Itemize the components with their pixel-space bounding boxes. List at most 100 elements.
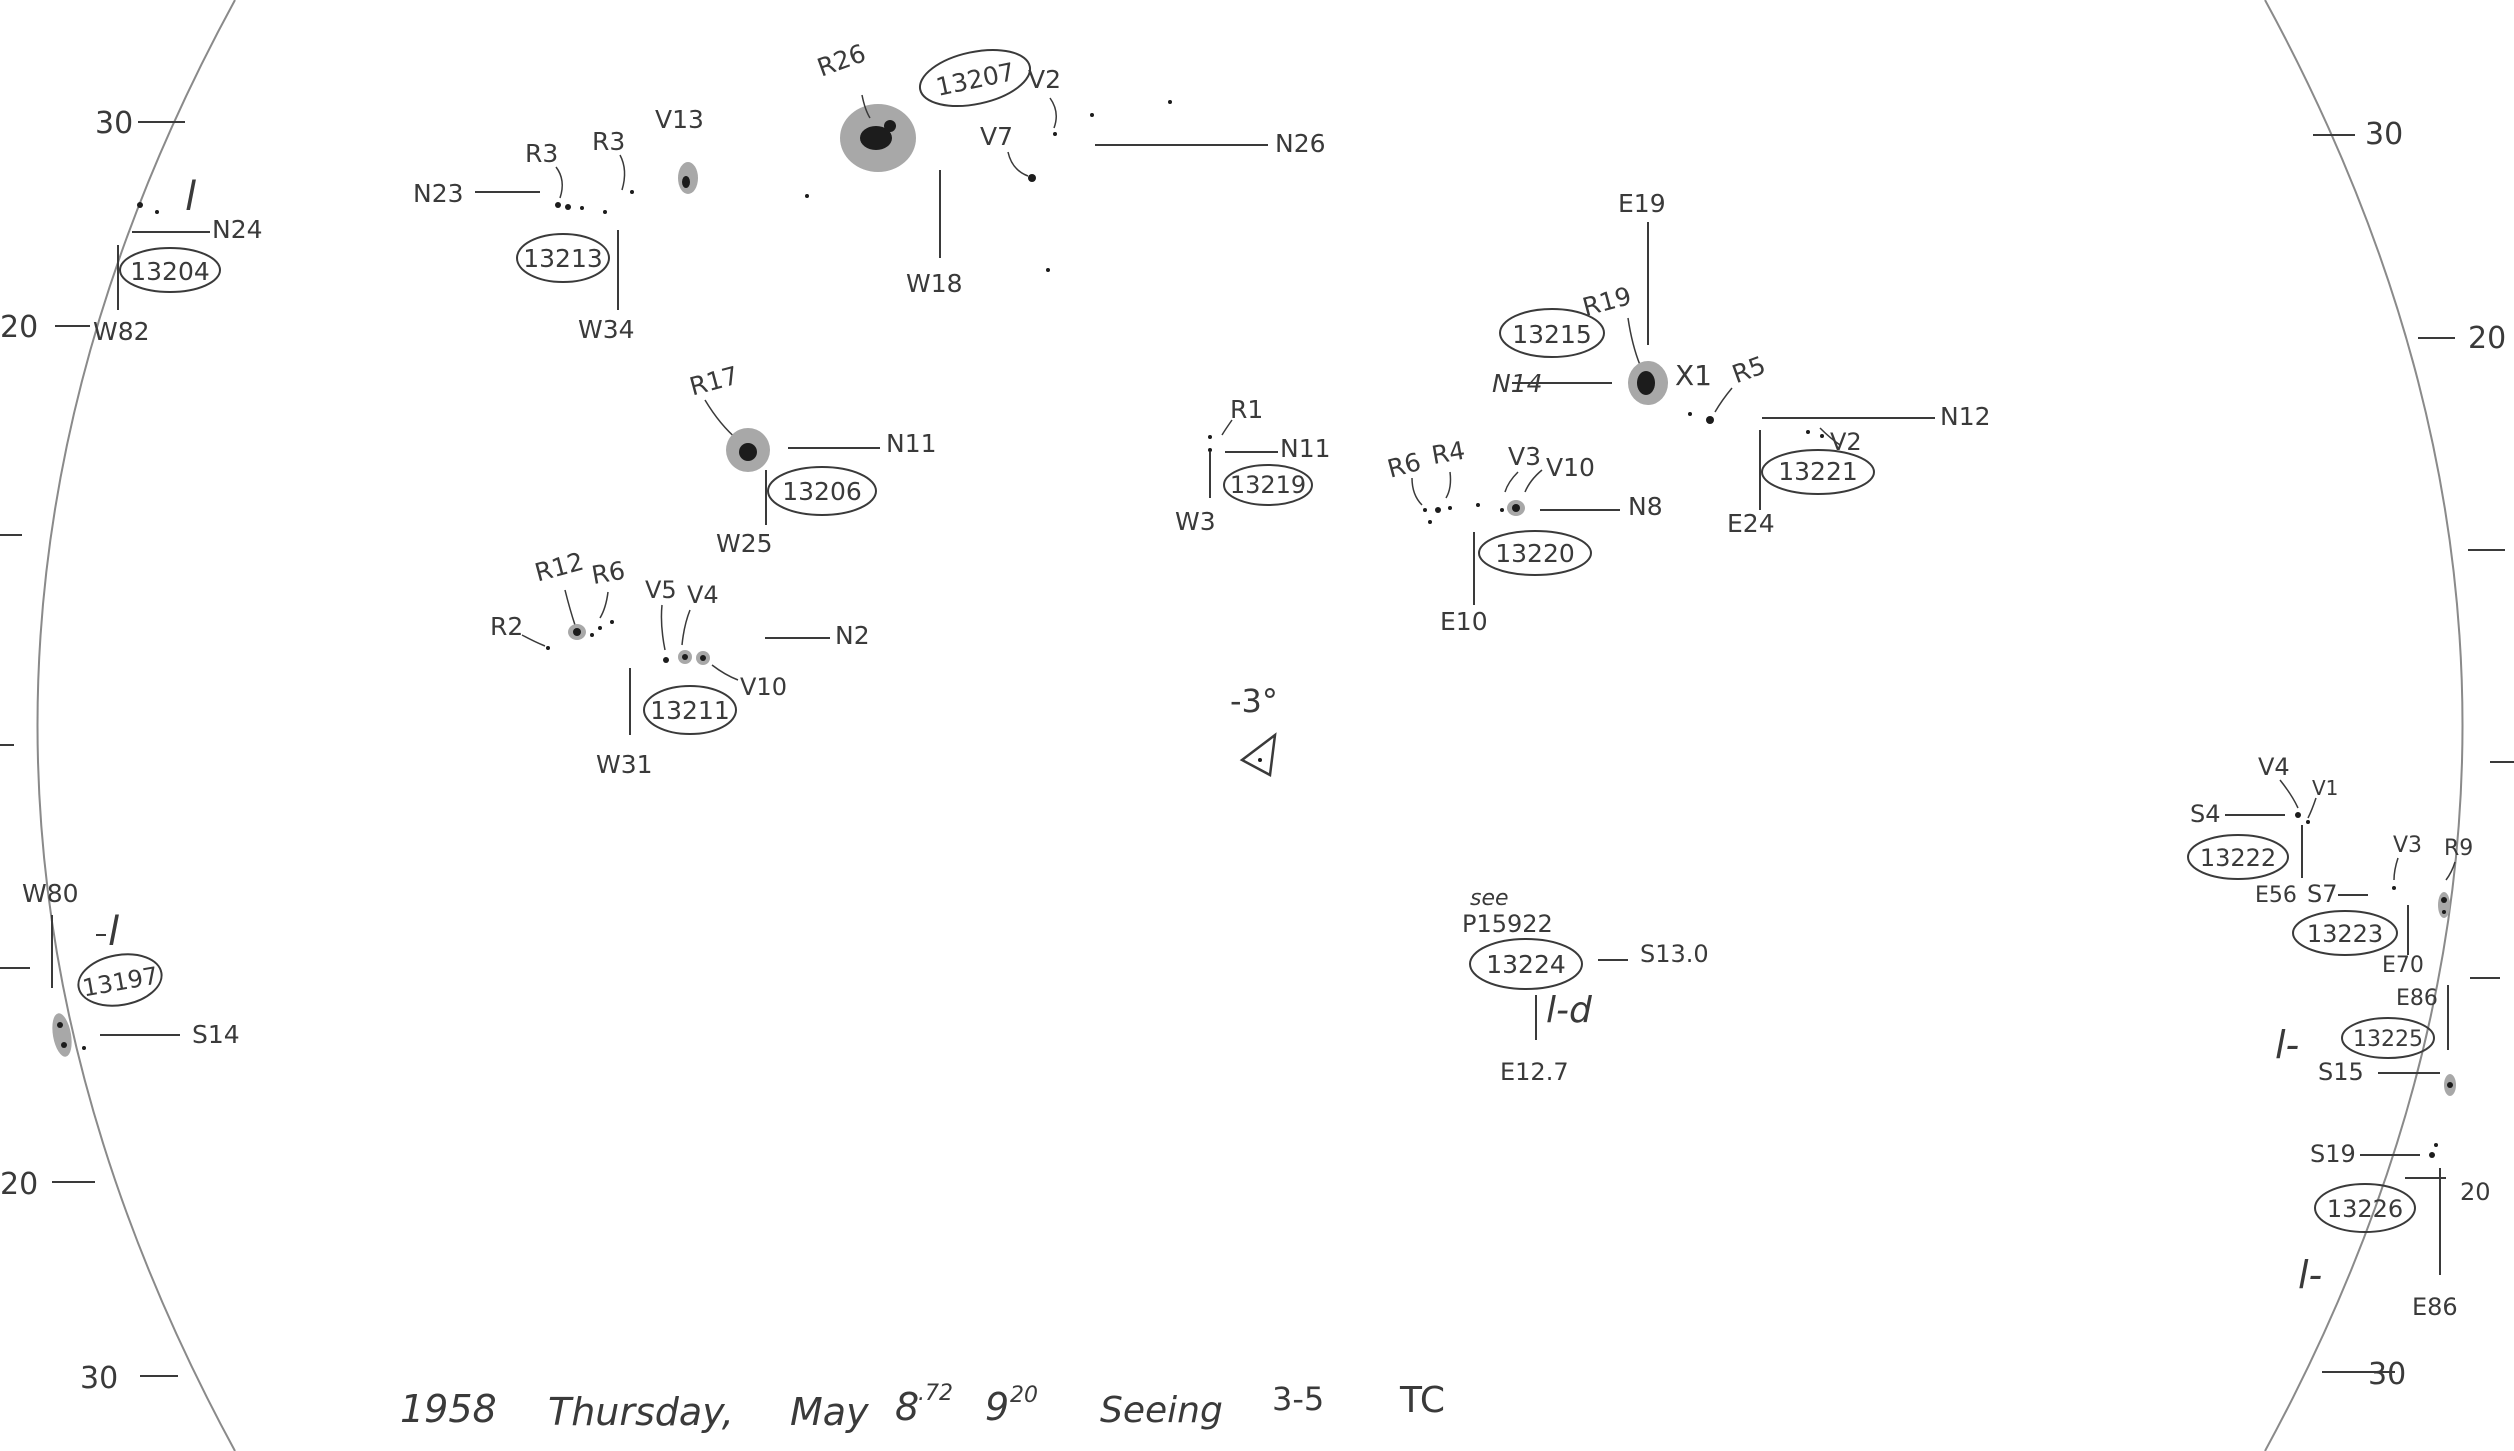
spot-label: 20 bbox=[2460, 1178, 2491, 1206]
sunspot-umbra bbox=[2442, 910, 2446, 914]
spot-label: E10 bbox=[1440, 607, 1488, 636]
group-13213: N23 R3 R3 V13 13213 W34 bbox=[413, 105, 704, 344]
group-13224: see P15922 13224 S13.0 l-d E12.7 bbox=[1462, 886, 1709, 1086]
sunspot-penumbra bbox=[2438, 892, 2450, 918]
sunspot bbox=[1435, 507, 1441, 513]
spot-label: R19 bbox=[1579, 281, 1634, 322]
sunspot bbox=[555, 202, 561, 208]
sunspot bbox=[1688, 412, 1692, 416]
spot-label: R12 bbox=[532, 547, 587, 588]
spot-label: W25 bbox=[716, 529, 773, 558]
group-13215: E19 13215 R19 X1 N14 R5 bbox=[1492, 189, 1769, 424]
spot-label: S19 bbox=[2310, 1140, 2356, 1168]
sunspot bbox=[1208, 435, 1212, 439]
group-13204: 13204 l N24 W82 bbox=[93, 174, 263, 346]
group-number: 13224 bbox=[1486, 950, 1566, 979]
footer-seeing-label: Seeing bbox=[1100, 1390, 1223, 1431]
sunspot bbox=[137, 202, 143, 208]
sunspot bbox=[1500, 508, 1504, 512]
group-number-oval bbox=[2187, 834, 2289, 880]
footer-weekday: Thursday, bbox=[548, 1390, 734, 1434]
limb-mark-30-bottom-left: 30 bbox=[80, 1361, 118, 1396]
sunspot-umbra bbox=[2447, 1082, 2453, 1088]
spot-label: V10 bbox=[740, 673, 787, 701]
group-13211: R12 R6 R2 V5 V4 N2 V10 13211 W31 bbox=[490, 547, 870, 779]
spot-label: R6 bbox=[1384, 447, 1424, 484]
group-number: 13222 bbox=[2200, 844, 2276, 872]
sunspot-umbra bbox=[700, 655, 706, 661]
footer-year: 1958 bbox=[400, 1387, 497, 1431]
sunspot bbox=[580, 206, 584, 210]
group-number: 13204 bbox=[130, 257, 210, 286]
spot-label: S4 bbox=[2190, 800, 2221, 828]
group-number-oval bbox=[918, 49, 1032, 107]
limb-mark-30-bottom-right: 30 bbox=[2368, 1357, 2406, 1392]
sunspot-umbra bbox=[2441, 897, 2447, 903]
group-number-oval bbox=[767, 466, 877, 516]
sunspot bbox=[1448, 506, 1452, 510]
limb-mark-20-upper-right: 20 bbox=[2468, 321, 2506, 356]
footer-time: 9 bbox=[985, 1385, 1009, 1429]
spot-label: E19 bbox=[1618, 189, 1666, 218]
sunspot bbox=[1028, 174, 1036, 182]
footer-observer: TC bbox=[1399, 1380, 1445, 1421]
sunspot bbox=[1423, 508, 1427, 512]
sunspot bbox=[2392, 886, 2396, 890]
spot-label: R26 bbox=[813, 38, 869, 82]
sunspot-umbra bbox=[682, 654, 688, 660]
sunspot bbox=[1046, 268, 1050, 272]
sunspot-umbra bbox=[57, 1022, 63, 1028]
spot-label: S13.0 bbox=[1640, 940, 1709, 968]
sunspot bbox=[603, 210, 607, 214]
group-number: 13225 bbox=[2353, 1027, 2423, 1052]
spot-label: E86 bbox=[2396, 986, 2438, 1011]
spot-label: V5 bbox=[645, 576, 677, 604]
sunspot bbox=[1208, 448, 1212, 452]
sunspot-umbra bbox=[682, 176, 690, 188]
sunspot-umbra bbox=[61, 1042, 67, 1048]
limb-mark-30-top-left: 30 bbox=[95, 106, 133, 141]
footer-time-minutes: 20 bbox=[1010, 1383, 1038, 1408]
group-number-oval bbox=[2314, 1183, 2416, 1233]
group-number-oval bbox=[1761, 449, 1875, 495]
spot-label: E24 bbox=[1727, 509, 1775, 538]
spot-label: N26 bbox=[1275, 129, 1326, 158]
sunspot bbox=[610, 620, 614, 624]
spot-label: R3 bbox=[525, 139, 558, 168]
sunspot bbox=[1476, 503, 1480, 507]
group-13221: N12 V2 13221 E24 bbox=[1727, 402, 1991, 538]
spot-label: V13 bbox=[655, 105, 704, 134]
spot-label: N2 bbox=[835, 621, 870, 650]
spot-label: P15922 bbox=[1462, 910, 1553, 938]
sunspot bbox=[805, 194, 809, 198]
spot-label: E56 bbox=[2255, 883, 2297, 908]
group-number-oval bbox=[643, 685, 737, 735]
limb-mark-20-upper-left: 20 bbox=[0, 310, 38, 345]
group-13197: W80 l 13197 S14 bbox=[22, 879, 240, 1057]
spot-label: E86 bbox=[2412, 1293, 2458, 1321]
spot-label: W31 bbox=[596, 750, 653, 779]
group-number: 13219 bbox=[1230, 471, 1306, 499]
sunspot bbox=[1168, 100, 1172, 104]
sunspot bbox=[2429, 1152, 2435, 1158]
delta-angle: -3° bbox=[1230, 682, 1278, 720]
sunspot-umbra bbox=[573, 628, 581, 636]
spot-label: V3 bbox=[2393, 833, 2422, 858]
spot-label: N11 bbox=[1280, 434, 1331, 463]
sunspot bbox=[2306, 820, 2310, 824]
sunspot bbox=[2434, 1143, 2438, 1147]
spot-label: V3 bbox=[1508, 442, 1541, 471]
spot-label: V4 bbox=[687, 581, 719, 609]
sunspot-umbra bbox=[1637, 371, 1655, 395]
delta-marker: -3° bbox=[1230, 682, 1278, 777]
spot-label: S14 bbox=[192, 1020, 240, 1049]
sunspot-umbra bbox=[860, 126, 892, 150]
spot-label: E70 bbox=[2382, 953, 2424, 978]
spot-label: R4 bbox=[1429, 436, 1467, 470]
sunspot-umbra bbox=[884, 120, 896, 132]
grid-tick-marks bbox=[0, 121, 2514, 1377]
sunspot bbox=[565, 204, 571, 210]
spot-label: E12.7 bbox=[1500, 1058, 1569, 1086]
spot-label: W34 bbox=[578, 315, 635, 344]
